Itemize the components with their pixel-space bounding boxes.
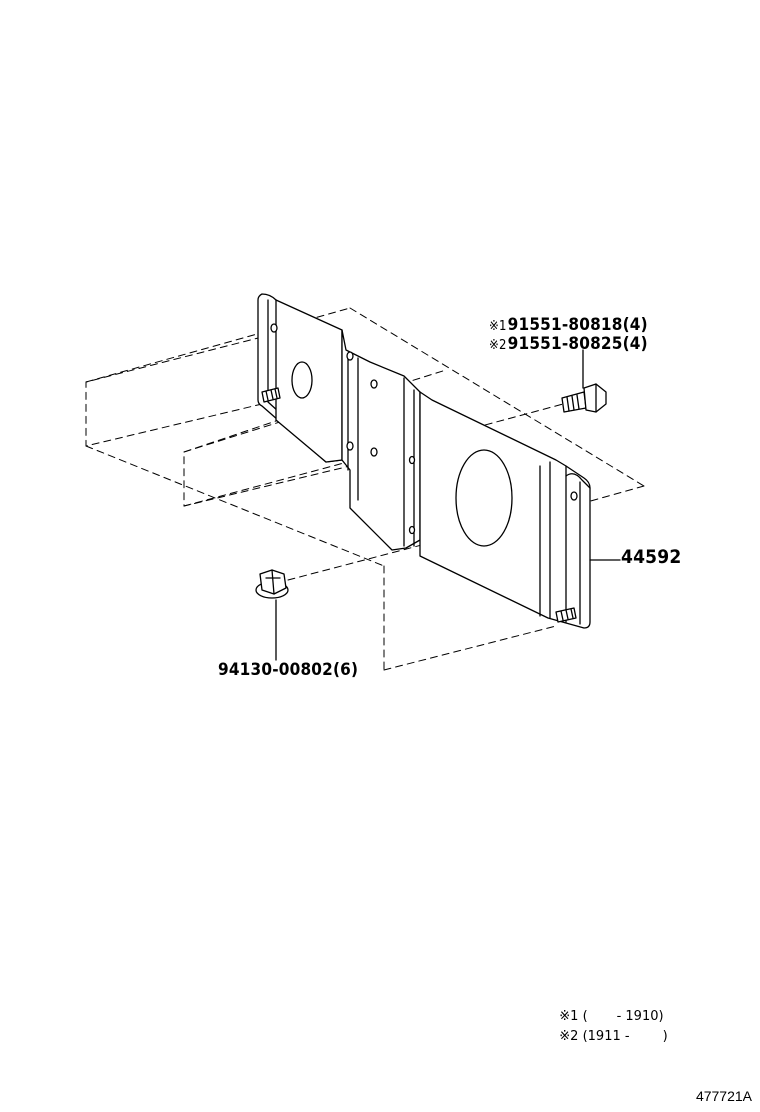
part-number-bolt-1: 91551-80818(4) <box>507 315 648 335</box>
note-marker-2: ※2 <box>489 338 507 353</box>
bracket-callout: 44592 <box>621 546 681 568</box>
footnote-2: ※2 (1911 ‑ ) <box>551 1014 668 1044</box>
bolt-1-callout: ※191551-80818(4) <box>489 315 648 335</box>
nut-callout: 94130-00802(6) <box>218 660 358 680</box>
footnote-1-range: ( ‑ 1910) <box>582 1009 664 1024</box>
footnote-1-marker: ※1 <box>559 1009 579 1024</box>
part-number-bracket: 44592 <box>621 546 682 568</box>
footnote-2-range: (1911 ‑ ) <box>582 1029 668 1044</box>
bolt-2-callout: ※291551-80825(4) <box>489 334 648 354</box>
part-number-nut: 94130-00802(6) <box>218 660 359 680</box>
figure-id: 477721A <box>695 1088 752 1104</box>
note-marker-1: ※1 <box>489 319 507 334</box>
bracket-44592 <box>257 293 591 629</box>
bolt-91551 <box>561 349 607 413</box>
footnote-1: ※1 ( ‑ 1910) <box>551 994 664 1024</box>
footnote-2-marker: ※2 <box>559 1029 579 1044</box>
part-number-bolt-2: 91551-80825(4) <box>507 334 648 354</box>
nut-94130 <box>255 569 289 661</box>
